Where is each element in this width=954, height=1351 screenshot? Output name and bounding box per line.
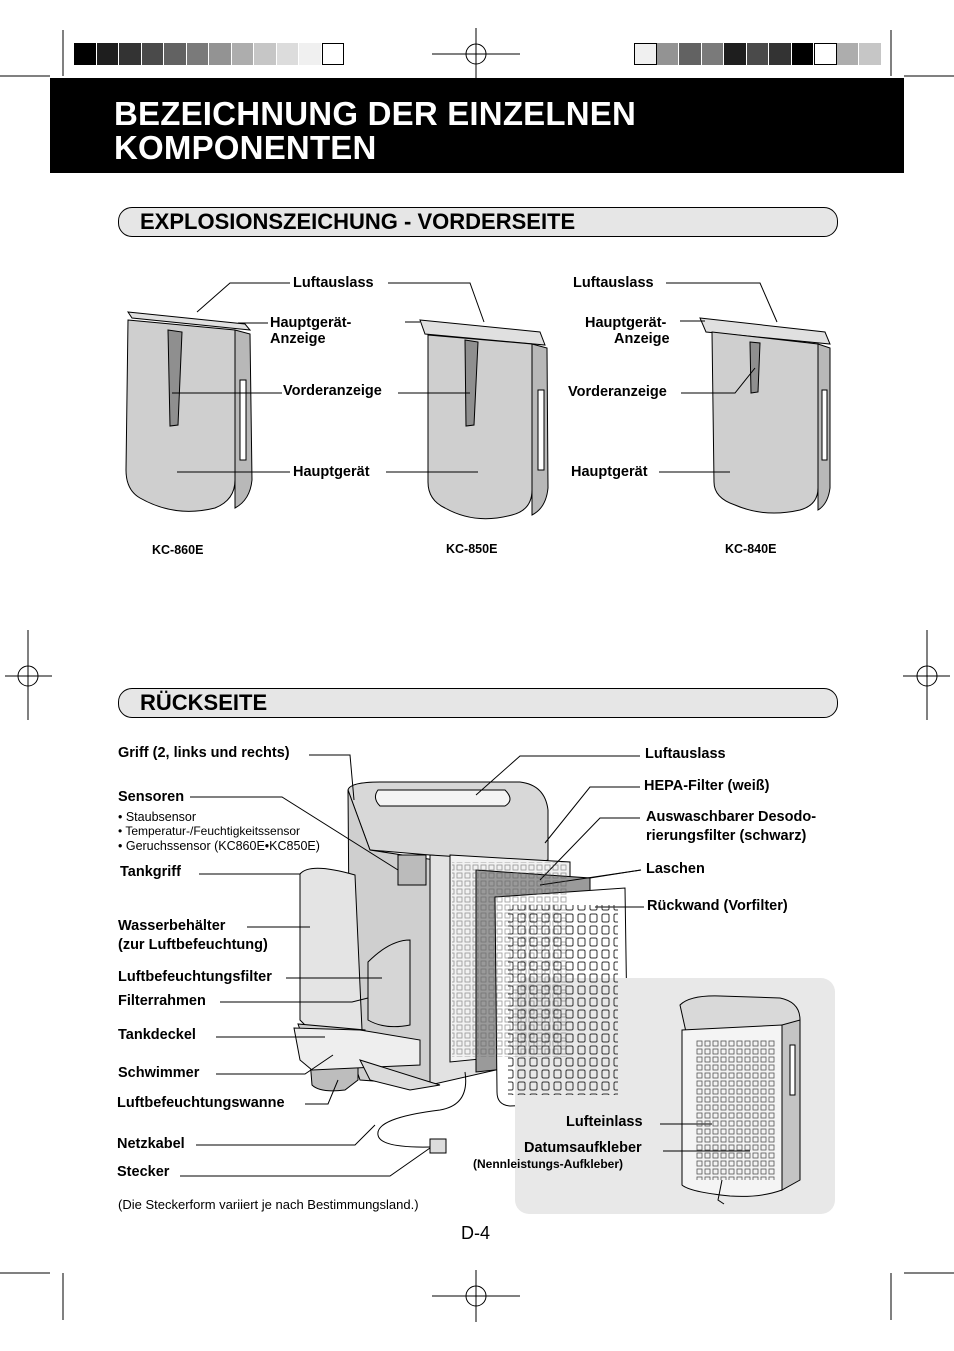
label-vorderanzeige-860: Vorderanzeige [283, 383, 382, 399]
label-hauptgeraet-860: Hauptgerät [293, 464, 370, 480]
label-desodo-l1: Auswaschbarer Desodo- [646, 809, 817, 825]
label-luftbefeuchtungsfilter: Luftbefeuchtungsfilter [118, 969, 272, 985]
section-header-back: RÜCKSEITE [118, 688, 838, 718]
label-rueckwand: Rückwand (Vorfilter) [647, 898, 788, 914]
label-nennleistung: (Nennleistungs-Aufkleber) [473, 1157, 624, 1171]
label-stecker: Stecker [117, 1164, 170, 1180]
label-wasserbehaelter-l1: Wasserbehälter [118, 918, 226, 934]
label-sensoren: Sensoren [118, 789, 185, 805]
plug-icon [429, 1138, 447, 1154]
page-title-line-1: BEZEICHNUNG DER EINZELNEN [114, 95, 637, 132]
crop-marks [0, 28, 954, 1322]
section-title-front: EXPLOSIONSZEICHUNG - VORDERSEITE [140, 209, 576, 234]
section-header-front: EXPLOSIONSZEICHUNG - VORDERSEITE [118, 207, 838, 237]
label-netzkabel: Netzkabel [117, 1136, 185, 1152]
model-label-kc840e: KC-840E [725, 542, 777, 556]
label-lufteinlass: Lufteinlass [566, 1114, 643, 1130]
label-desodo-l2: rierungsfilter (schwarz) [646, 828, 807, 844]
model-label-kc850e: KC-850E [446, 542, 498, 556]
label-hepa: HEPA-Filter (weiß) [644, 778, 770, 794]
label-anzeige-860-l2: Anzeige [270, 331, 326, 347]
sensor-item-temperature: • Temperatur-/Feuchtigkeitssensor [118, 824, 301, 838]
label-datum: Datumsaufkleber [524, 1140, 642, 1156]
sensor-item-odor: • Geruchssensor (KC860E•KC850E) [118, 839, 320, 853]
model-label-kc860e: KC-860E [152, 543, 204, 557]
label-hauptgeraet-840: Hauptgerät [571, 464, 648, 480]
label-tankgriff: Tankgriff [120, 864, 181, 880]
inset-grid-pattern [695, 1040, 775, 1180]
unit-kc860e [125, 311, 253, 512]
color-calibration-strip-left [74, 43, 344, 65]
label-anzeige-840-l2: Anzeige [614, 331, 670, 347]
plug-note: (Die Steckerform variiert je nach Bestim… [118, 1197, 419, 1212]
label-laschen: Laschen [646, 861, 705, 877]
hepa-pattern [452, 862, 568, 1057]
page-number: D-4 [461, 1223, 491, 1243]
label-luftauslass-860: Luftauslass [293, 275, 374, 291]
label-luftauslass-back: Luftauslass [645, 746, 726, 762]
section-title-back: RÜCKSEITE [140, 690, 268, 715]
label-luftauslass-840: Luftauslass [573, 275, 654, 291]
label-filterrahmen: Filterrahmen [118, 993, 206, 1009]
label-wasserbehaelter-l2: (zur Luftbefeuchtung) [118, 937, 268, 953]
humidifier-filter [367, 939, 411, 1028]
label-vorderanzeige-840: Vorderanzeige [568, 384, 667, 400]
label-tankdeckel: Tankdeckel [118, 1027, 196, 1043]
color-calibration-strip-right [634, 43, 882, 65]
label-wanne: Luftbefeuchtungswanne [117, 1095, 285, 1111]
label-schwimmer: Schwimmer [118, 1065, 200, 1081]
front-leader-lines [172, 282, 778, 473]
unit-kc840e [699, 317, 831, 514]
unit-kc850e [419, 319, 549, 520]
page-title-bar: BEZEICHNUNG DER EINZELNEN KOMPONENTEN [50, 78, 904, 173]
label-griff: Griff (2, links und rechts) [118, 745, 290, 761]
sensor-item-dust: • Staubsensor [118, 810, 197, 824]
label-anzeige-840-l1: Hauptgerät- [585, 315, 667, 331]
label-anzeige-860-l1: Hauptgerät- [270, 315, 352, 331]
page-title-line-2: KOMPONENTEN [114, 129, 377, 166]
